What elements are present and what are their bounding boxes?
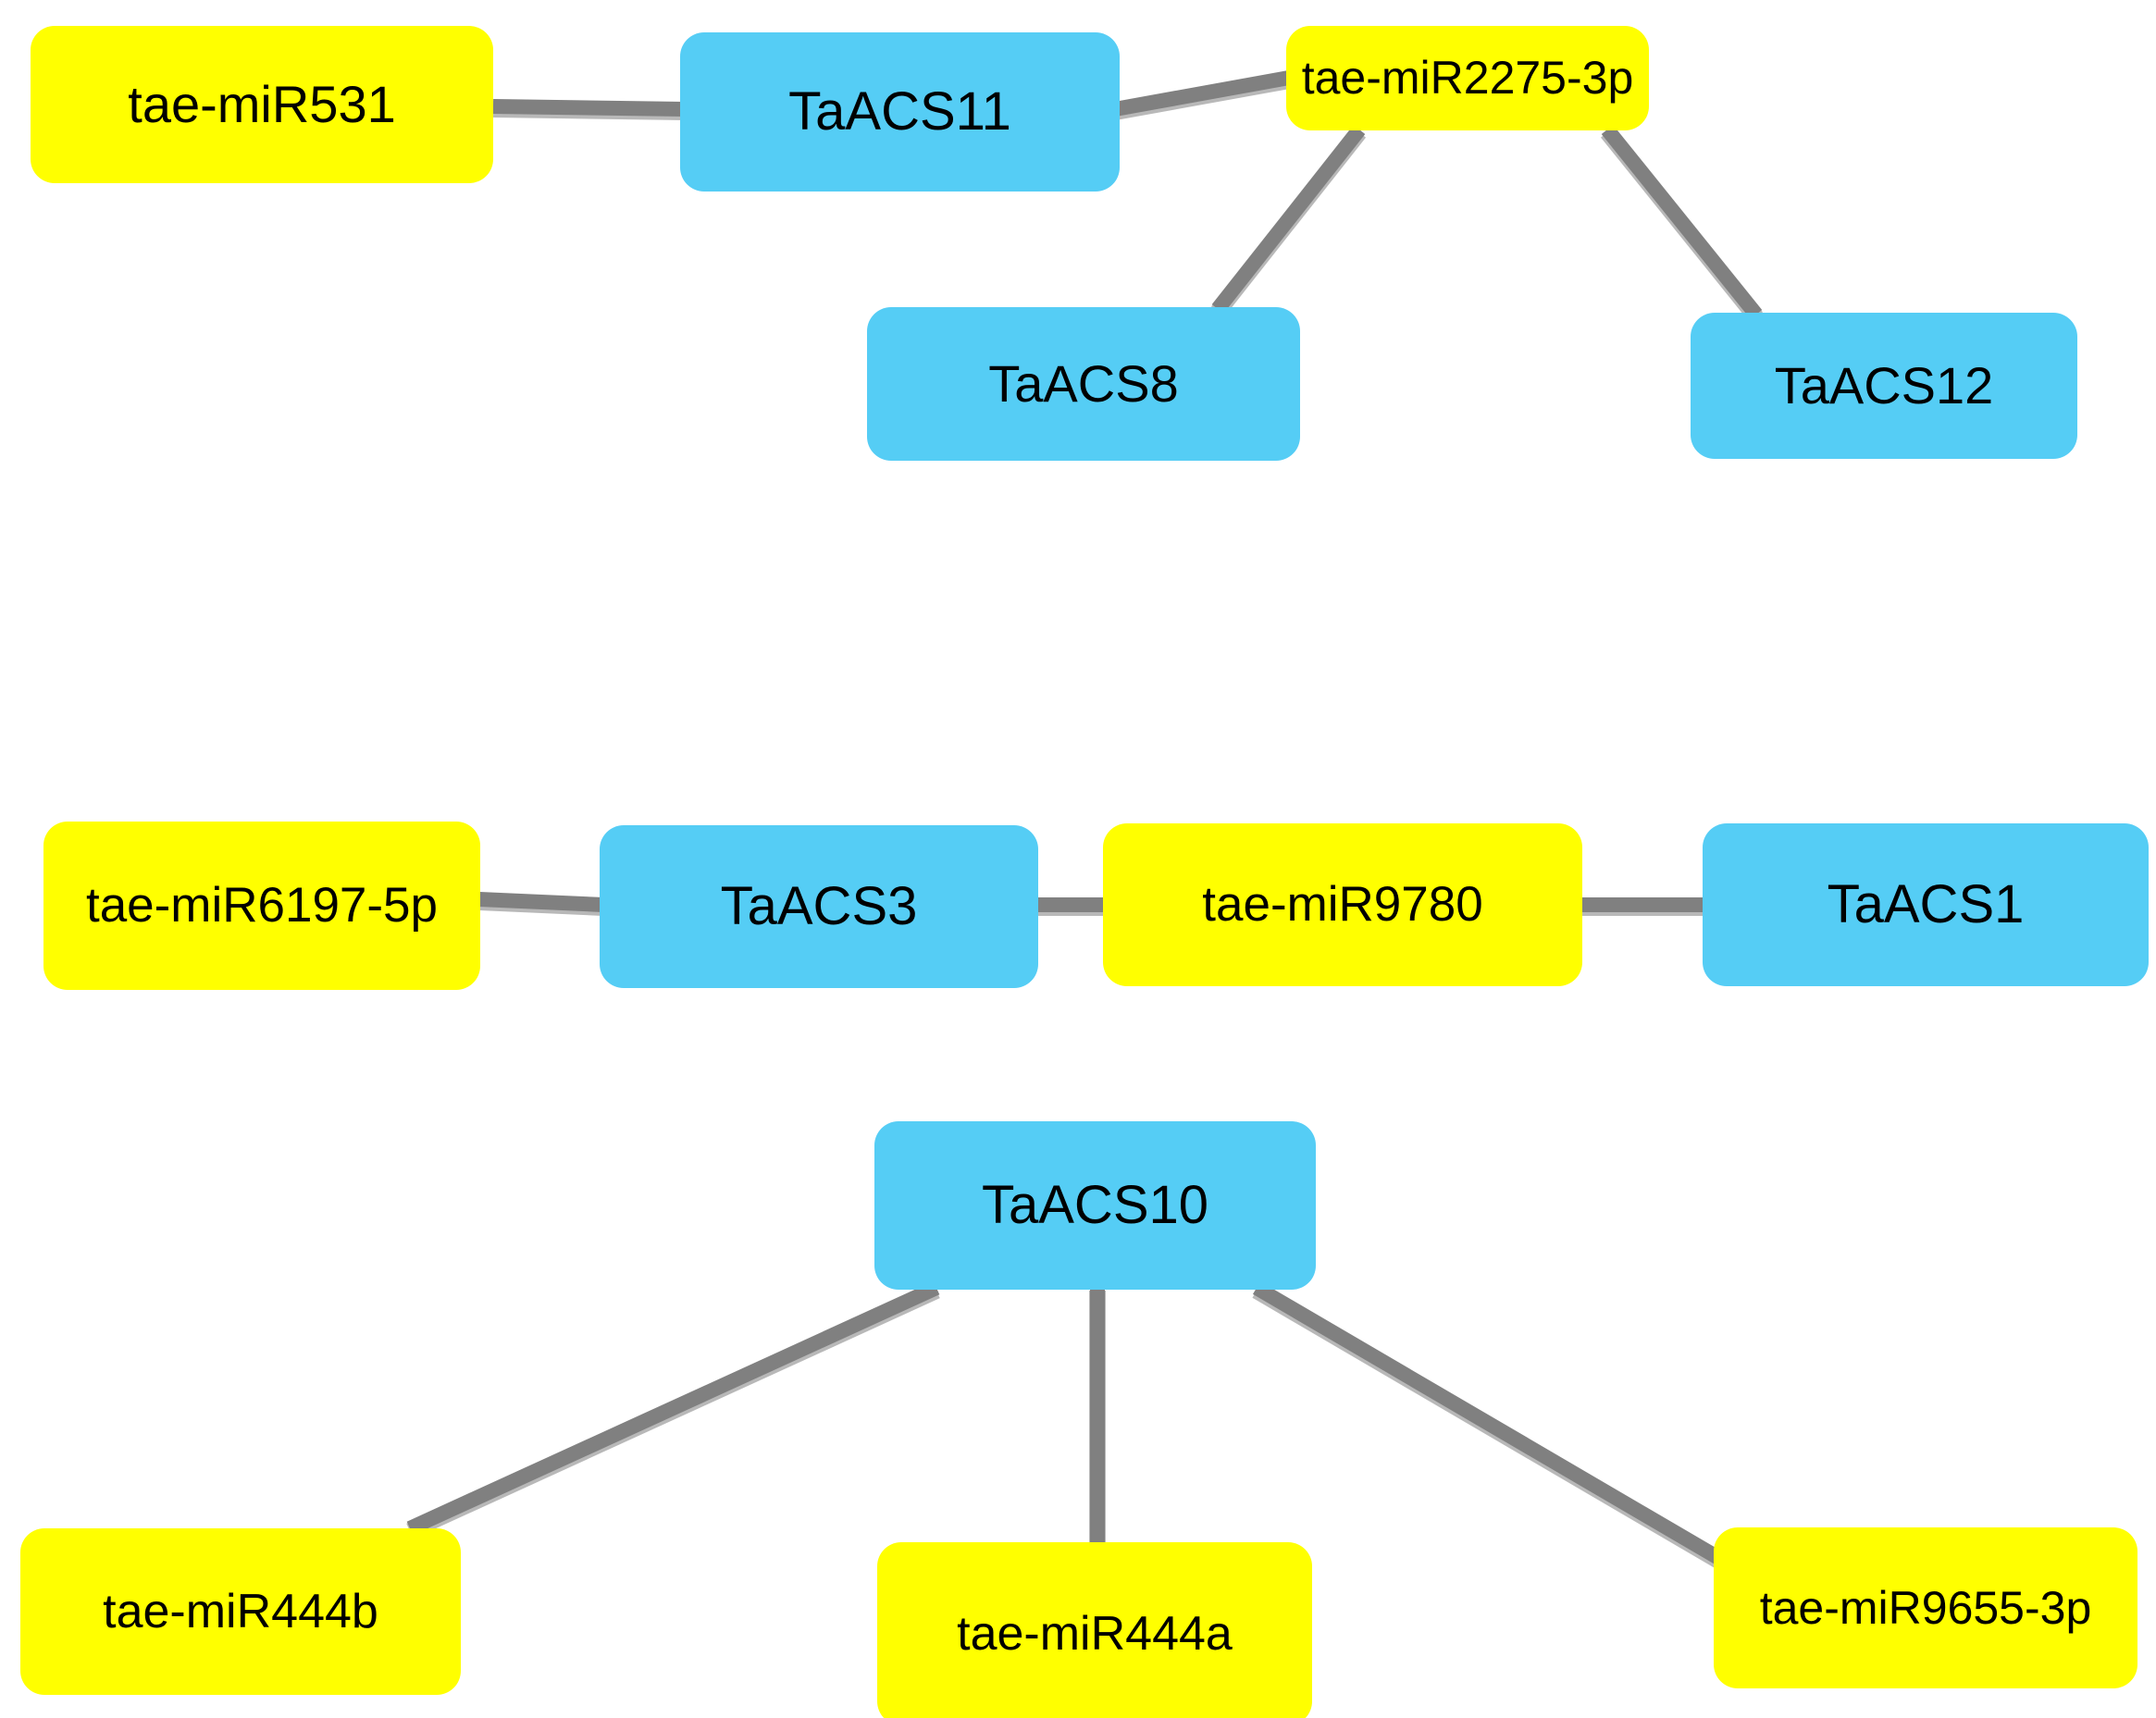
node-tae-miR9655-3p[interactable]: tae-miR9655-3p bbox=[1714, 1527, 2137, 1688]
node-label-TaACS1: TaACS1 bbox=[1827, 873, 2025, 934]
node-TaACS3[interactable]: TaACS3 bbox=[600, 825, 1038, 988]
edge-TaACS10-to-tae-miR444b bbox=[406, 1280, 940, 1539]
node-TaACS1[interactable]: TaACS1 bbox=[1703, 823, 2149, 986]
node-label-tae-miR9780: tae-miR9780 bbox=[1202, 877, 1483, 933]
node-tae-miR2275-3p[interactable]: tae-miR2275-3p bbox=[1286, 26, 1649, 130]
node-label-tae-miR2275-3p: tae-miR2275-3p bbox=[1301, 52, 1634, 105]
node-label-tae-miR6197-5p: tae-miR6197-5p bbox=[85, 878, 439, 933]
node-label-tae-miR444b: tae-miR444b bbox=[103, 1584, 378, 1638]
edge-tae-miR6197-5p-to-TaACS3 bbox=[478, 892, 604, 916]
node-label-TaACS8: TaACS8 bbox=[988, 353, 1179, 413]
node-tae-miR9780[interactable]: tae-miR9780 bbox=[1103, 823, 1582, 986]
node-label-tae-miR444a: tae-miR444a bbox=[957, 1606, 1233, 1661]
edge-tae-miR531-to-TaACS11 bbox=[492, 99, 686, 120]
node-label-tae-miR9655-3p: tae-miR9655-3p bbox=[1759, 1581, 2092, 1634]
edge-TaACS3-to-tae-miR9780 bbox=[1036, 897, 1107, 916]
node-TaACS10[interactable]: TaACS10 bbox=[874, 1121, 1316, 1290]
node-tae-miR444a[interactable]: tae-miR444a bbox=[877, 1542, 1312, 1718]
edge-tae-miR9780-to-TaACS1 bbox=[1580, 897, 1707, 916]
node-TaACS8[interactable]: TaACS8 bbox=[867, 307, 1300, 461]
node-TaACS12[interactable]: TaACS12 bbox=[1691, 313, 2077, 459]
edge-TaACS10-to-tae-miR9655-3p bbox=[1252, 1281, 1774, 1598]
node-TaACS11[interactable]: TaACS11 bbox=[680, 32, 1120, 192]
node-tae-miR531[interactable]: tae-miR531 bbox=[31, 26, 493, 183]
node-label-TaACS10: TaACS10 bbox=[981, 1174, 1209, 1235]
node-label-tae-miR531: tae-miR531 bbox=[128, 74, 396, 133]
node-label-TaACS3: TaACS3 bbox=[720, 875, 918, 936]
edge-TaACS11-to-tae-miR2275-3p bbox=[1113, 70, 1291, 120]
edge-tae-miR2275-3p-to-TaACS12 bbox=[1600, 124, 1764, 323]
node-label-TaACS11: TaACS11 bbox=[788, 80, 1011, 142]
edge-tae-miR2275-3p-to-TaACS8 bbox=[1210, 125, 1367, 317]
node-tae-miR444b[interactable]: tae-miR444b bbox=[20, 1528, 461, 1695]
node-tae-miR6197-5p[interactable]: tae-miR6197-5p bbox=[43, 822, 480, 990]
node-label-TaACS12: TaACS12 bbox=[1774, 355, 1994, 414]
